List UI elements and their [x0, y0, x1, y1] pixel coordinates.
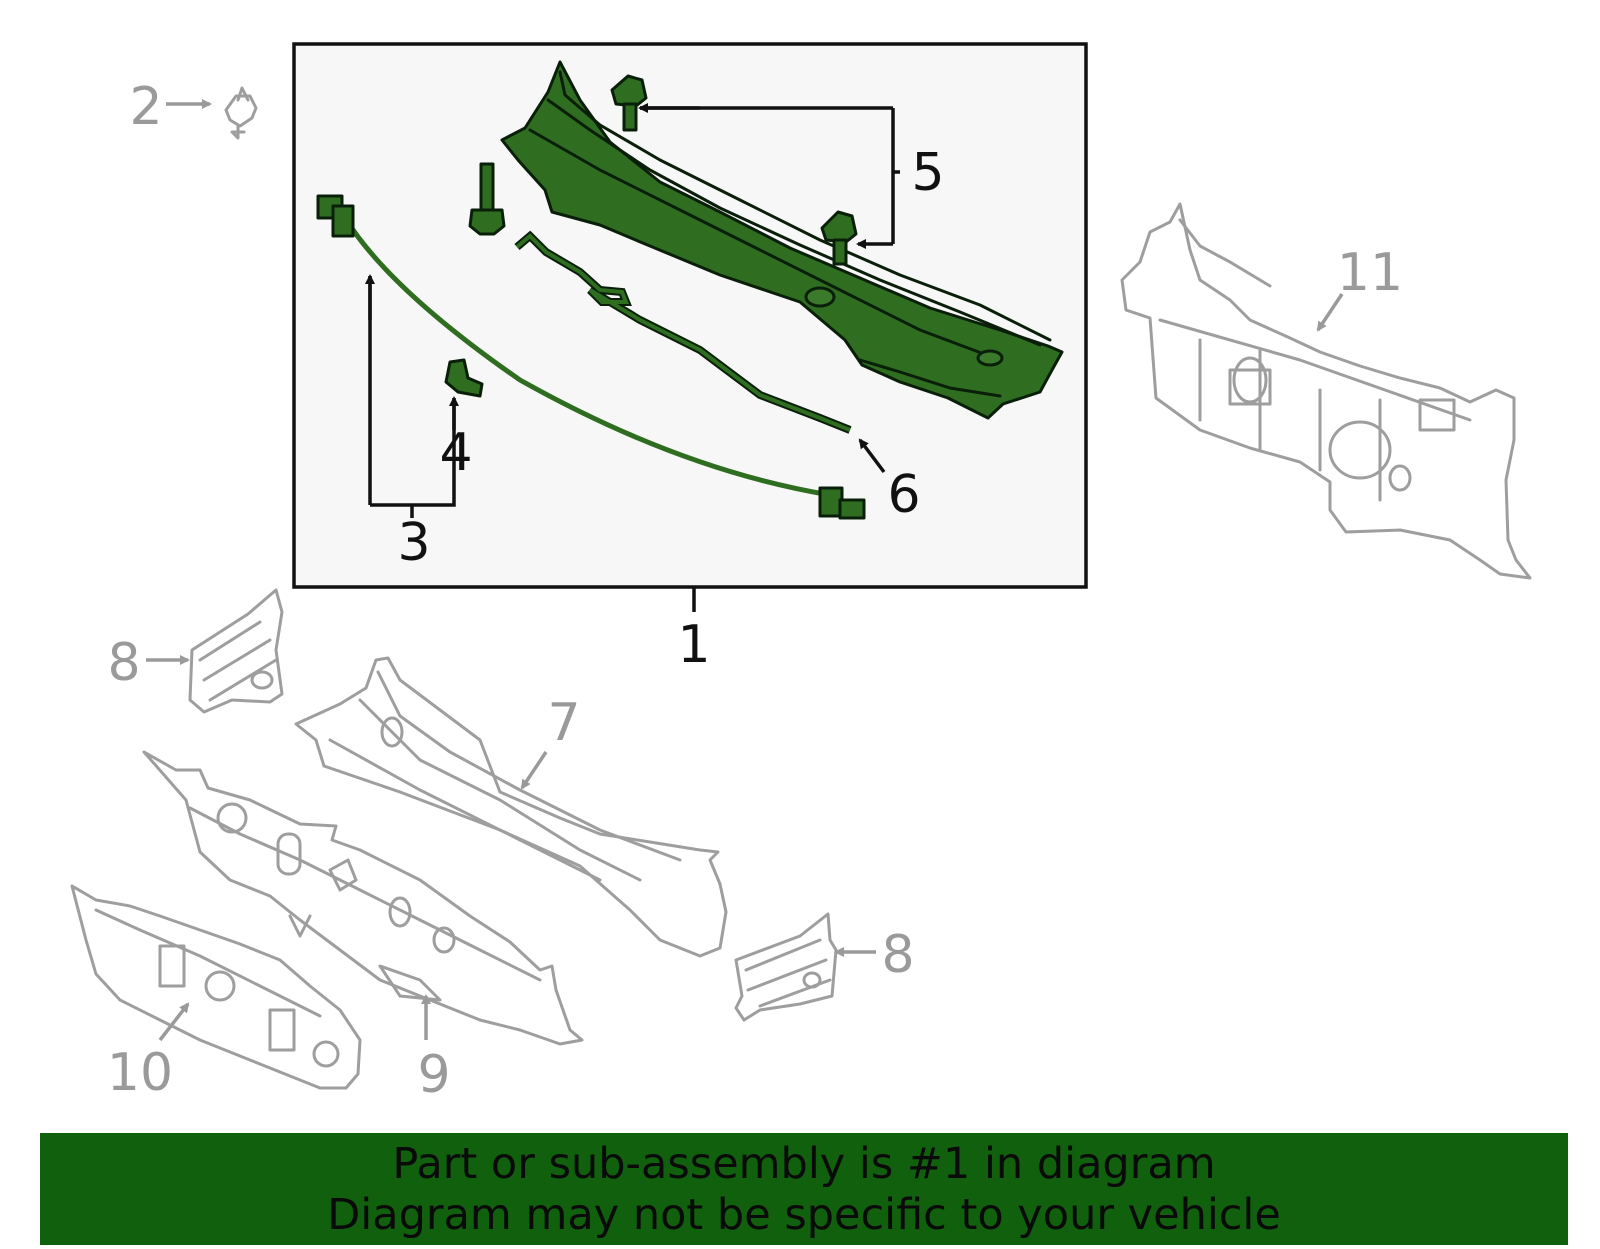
callout-11: 11 — [1337, 243, 1403, 303]
callout-4: 4 — [439, 423, 472, 483]
seal-strip-part[interactable] — [514, 230, 852, 434]
callout-3: 3 — [397, 513, 430, 573]
cowl-panel-part[interactable] — [500, 60, 1064, 420]
callout-9: 9 — [417, 1045, 450, 1105]
clip-part-2[interactable] — [224, 86, 258, 140]
banner-line-1: Part or sub-assembly is #1 in diagram — [392, 1139, 1216, 1189]
push-clip-part-upper[interactable] — [610, 74, 648, 132]
bracket-part-8-upper[interactable] — [188, 588, 284, 714]
weatherstrip-seal-part[interactable] — [316, 194, 866, 520]
callout-5: 5 — [911, 143, 944, 203]
callout-7: 7 — [547, 693, 580, 753]
leader-arrow-10 — [158, 1002, 190, 1042]
banner-line-2: Diagram may not be specific to your vehi… — [327, 1190, 1281, 1240]
bolt-part[interactable] — [468, 162, 506, 236]
dash-panel-part-11[interactable] — [1120, 202, 1532, 580]
bracket-part-8-lower[interactable] — [734, 912, 838, 1022]
insulator-part-10[interactable] — [70, 884, 362, 1090]
clip-part[interactable] — [444, 358, 484, 398]
leader-arrow-11 — [1316, 293, 1344, 332]
leader-line-5 — [640, 106, 900, 244]
callout-1: 1 — [677, 615, 710, 675]
callout-6: 6 — [887, 465, 920, 525]
callout-10: 10 — [107, 1043, 173, 1103]
info-banner: Part or sub-assembly is #1 in diagram Di… — [40, 1133, 1568, 1245]
push-clip-part-lower[interactable] — [820, 210, 858, 266]
callout-8-upper: 8 — [107, 633, 140, 693]
leader-arrow-6 — [858, 438, 886, 474]
callout-2: 2 — [129, 77, 162, 137]
callout-8-lower: 8 — [881, 925, 914, 985]
leader-arrow-7 — [520, 751, 548, 790]
dash-member-part-9[interactable] — [142, 750, 584, 1046]
cowl-top-part-7[interactable] — [294, 656, 728, 958]
